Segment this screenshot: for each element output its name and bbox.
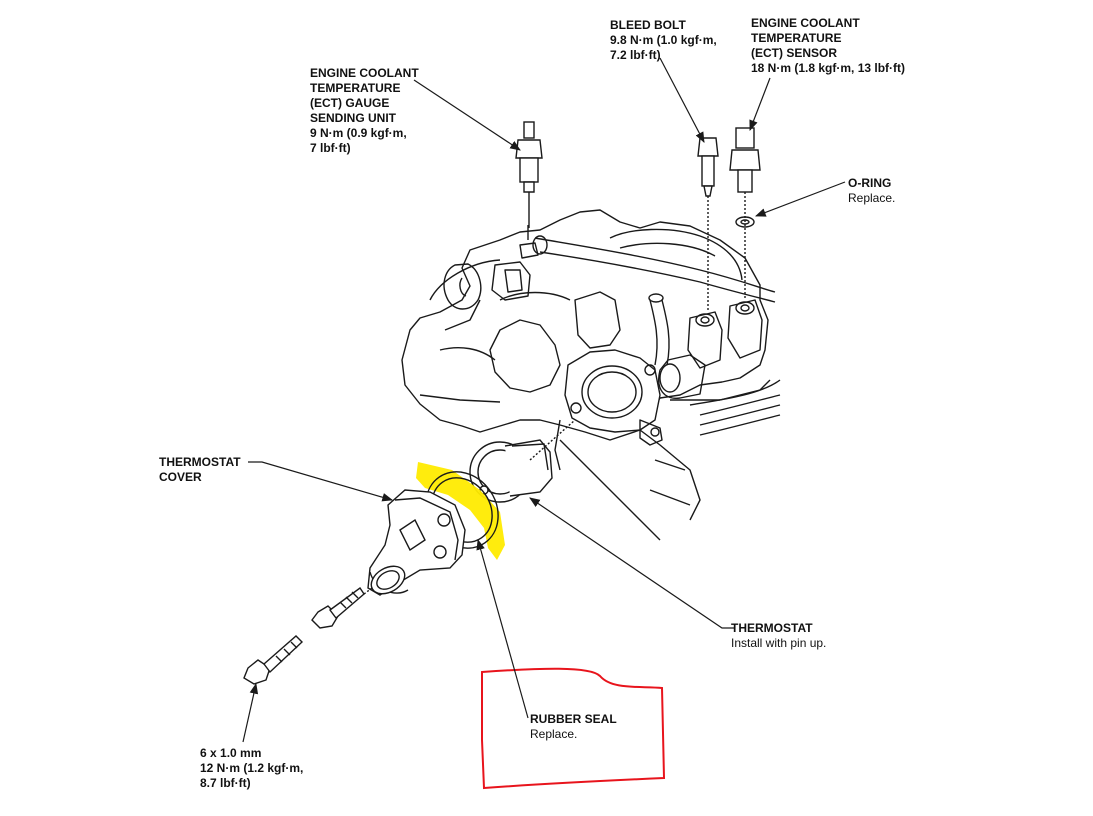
thermostat-title: THERMOSTAT: [731, 621, 813, 635]
engine-housing: [401, 209, 781, 541]
label-bolt: 6 x 1.0 mm 12 N·m (1.2 kgf·m, 8.7 lbf·ft…: [200, 746, 303, 791]
leader-thermostat-cover: [248, 461, 394, 502]
rubber-seal-note: Replace.: [530, 727, 578, 741]
ect-gauge-title-1: ENGINE COOLANT: [310, 66, 419, 80]
ect-sensor-part: [729, 127, 761, 300]
thermostat-note: Install with pin up.: [731, 636, 827, 650]
leader-ect-sensor: [749, 77, 771, 132]
ect-gauge-title-2: TEMPERATURE: [310, 81, 401, 95]
leader-o-ring: [754, 181, 846, 217]
ect-sensor-title-1: ENGINE COOLANT: [751, 16, 860, 30]
thermostat-cover-title-2: COVER: [159, 470, 202, 484]
label-ect-sensor: ENGINE COOLANT TEMPERATURE (ECT) SENSOR …: [751, 16, 905, 76]
label-rubber-seal: RUBBER SEAL Replace.: [530, 712, 617, 742]
label-bleed-bolt: BLEED BOLT 9.8 N·m (1.0 kgf·m, 7.2 lbf·f…: [610, 18, 717, 63]
ect-sensor-title-2: TEMPERATURE: [751, 31, 842, 45]
leader-bolt: [242, 682, 259, 743]
bolt-spec-1: 6 x 1.0 mm: [200, 746, 262, 760]
thermostat-cover-title-1: THERMOSTAT: [159, 455, 241, 469]
label-ect-gauge-sending-unit: ENGINE COOLANT TEMPERATURE (ECT) GAUGE S…: [310, 66, 419, 156]
ect-gauge-title-3: (ECT) GAUGE: [310, 96, 390, 110]
ect-gauge-title-4: SENDING UNIT: [310, 111, 397, 125]
leader-ect-gauge: [413, 79, 521, 151]
label-thermostat: THERMOSTAT Install with pin up.: [731, 621, 826, 651]
bleed-bolt-part: [697, 137, 719, 310]
ect-gauge-spec-1: 9 N·m (0.9 kgf·m,: [310, 126, 407, 140]
leader-rubber-seal: [476, 538, 529, 719]
red-annotation-box: [481, 667, 666, 790]
thermostat-cover-part: [367, 489, 466, 596]
ect-gauge-spec-2: 7 lbf·ft): [310, 141, 351, 155]
bleed-bolt-title: BLEED BOLT: [610, 18, 686, 32]
bolt-spec-2: 12 N·m (1.2 kgf·m,: [200, 761, 304, 775]
label-o-ring: O-RING Replace.: [848, 176, 895, 206]
thermostat-part: [469, 419, 576, 503]
ect-sensor-title-3: (ECT) SENSOR: [751, 46, 838, 60]
bleed-bolt-spec-1: 9.8 N·m (1.0 kgf·m,: [610, 33, 717, 47]
label-thermostat-cover: THERMOSTAT COVER: [159, 455, 241, 485]
bleed-bolt-spec-2: 7.2 lbf·ft): [610, 48, 661, 62]
bolt-spec-3: 8.7 lbf·ft): [200, 776, 251, 790]
o-ring-note: Replace.: [848, 191, 896, 205]
ect-sensor-spec: 18 N·m (1.8 kgf·m, 13 lbf·ft): [751, 61, 906, 75]
rubber-seal-title: RUBBER SEAL: [530, 712, 617, 726]
leader-thermostat: [529, 497, 735, 629]
bolt-upper: [311, 587, 373, 629]
o-ring-title: O-RING: [848, 176, 892, 190]
ect-gauge-sending-unit: [515, 121, 543, 228]
bolt-lower: [243, 635, 304, 685]
leader-bleed-bolt: [659, 57, 705, 143]
